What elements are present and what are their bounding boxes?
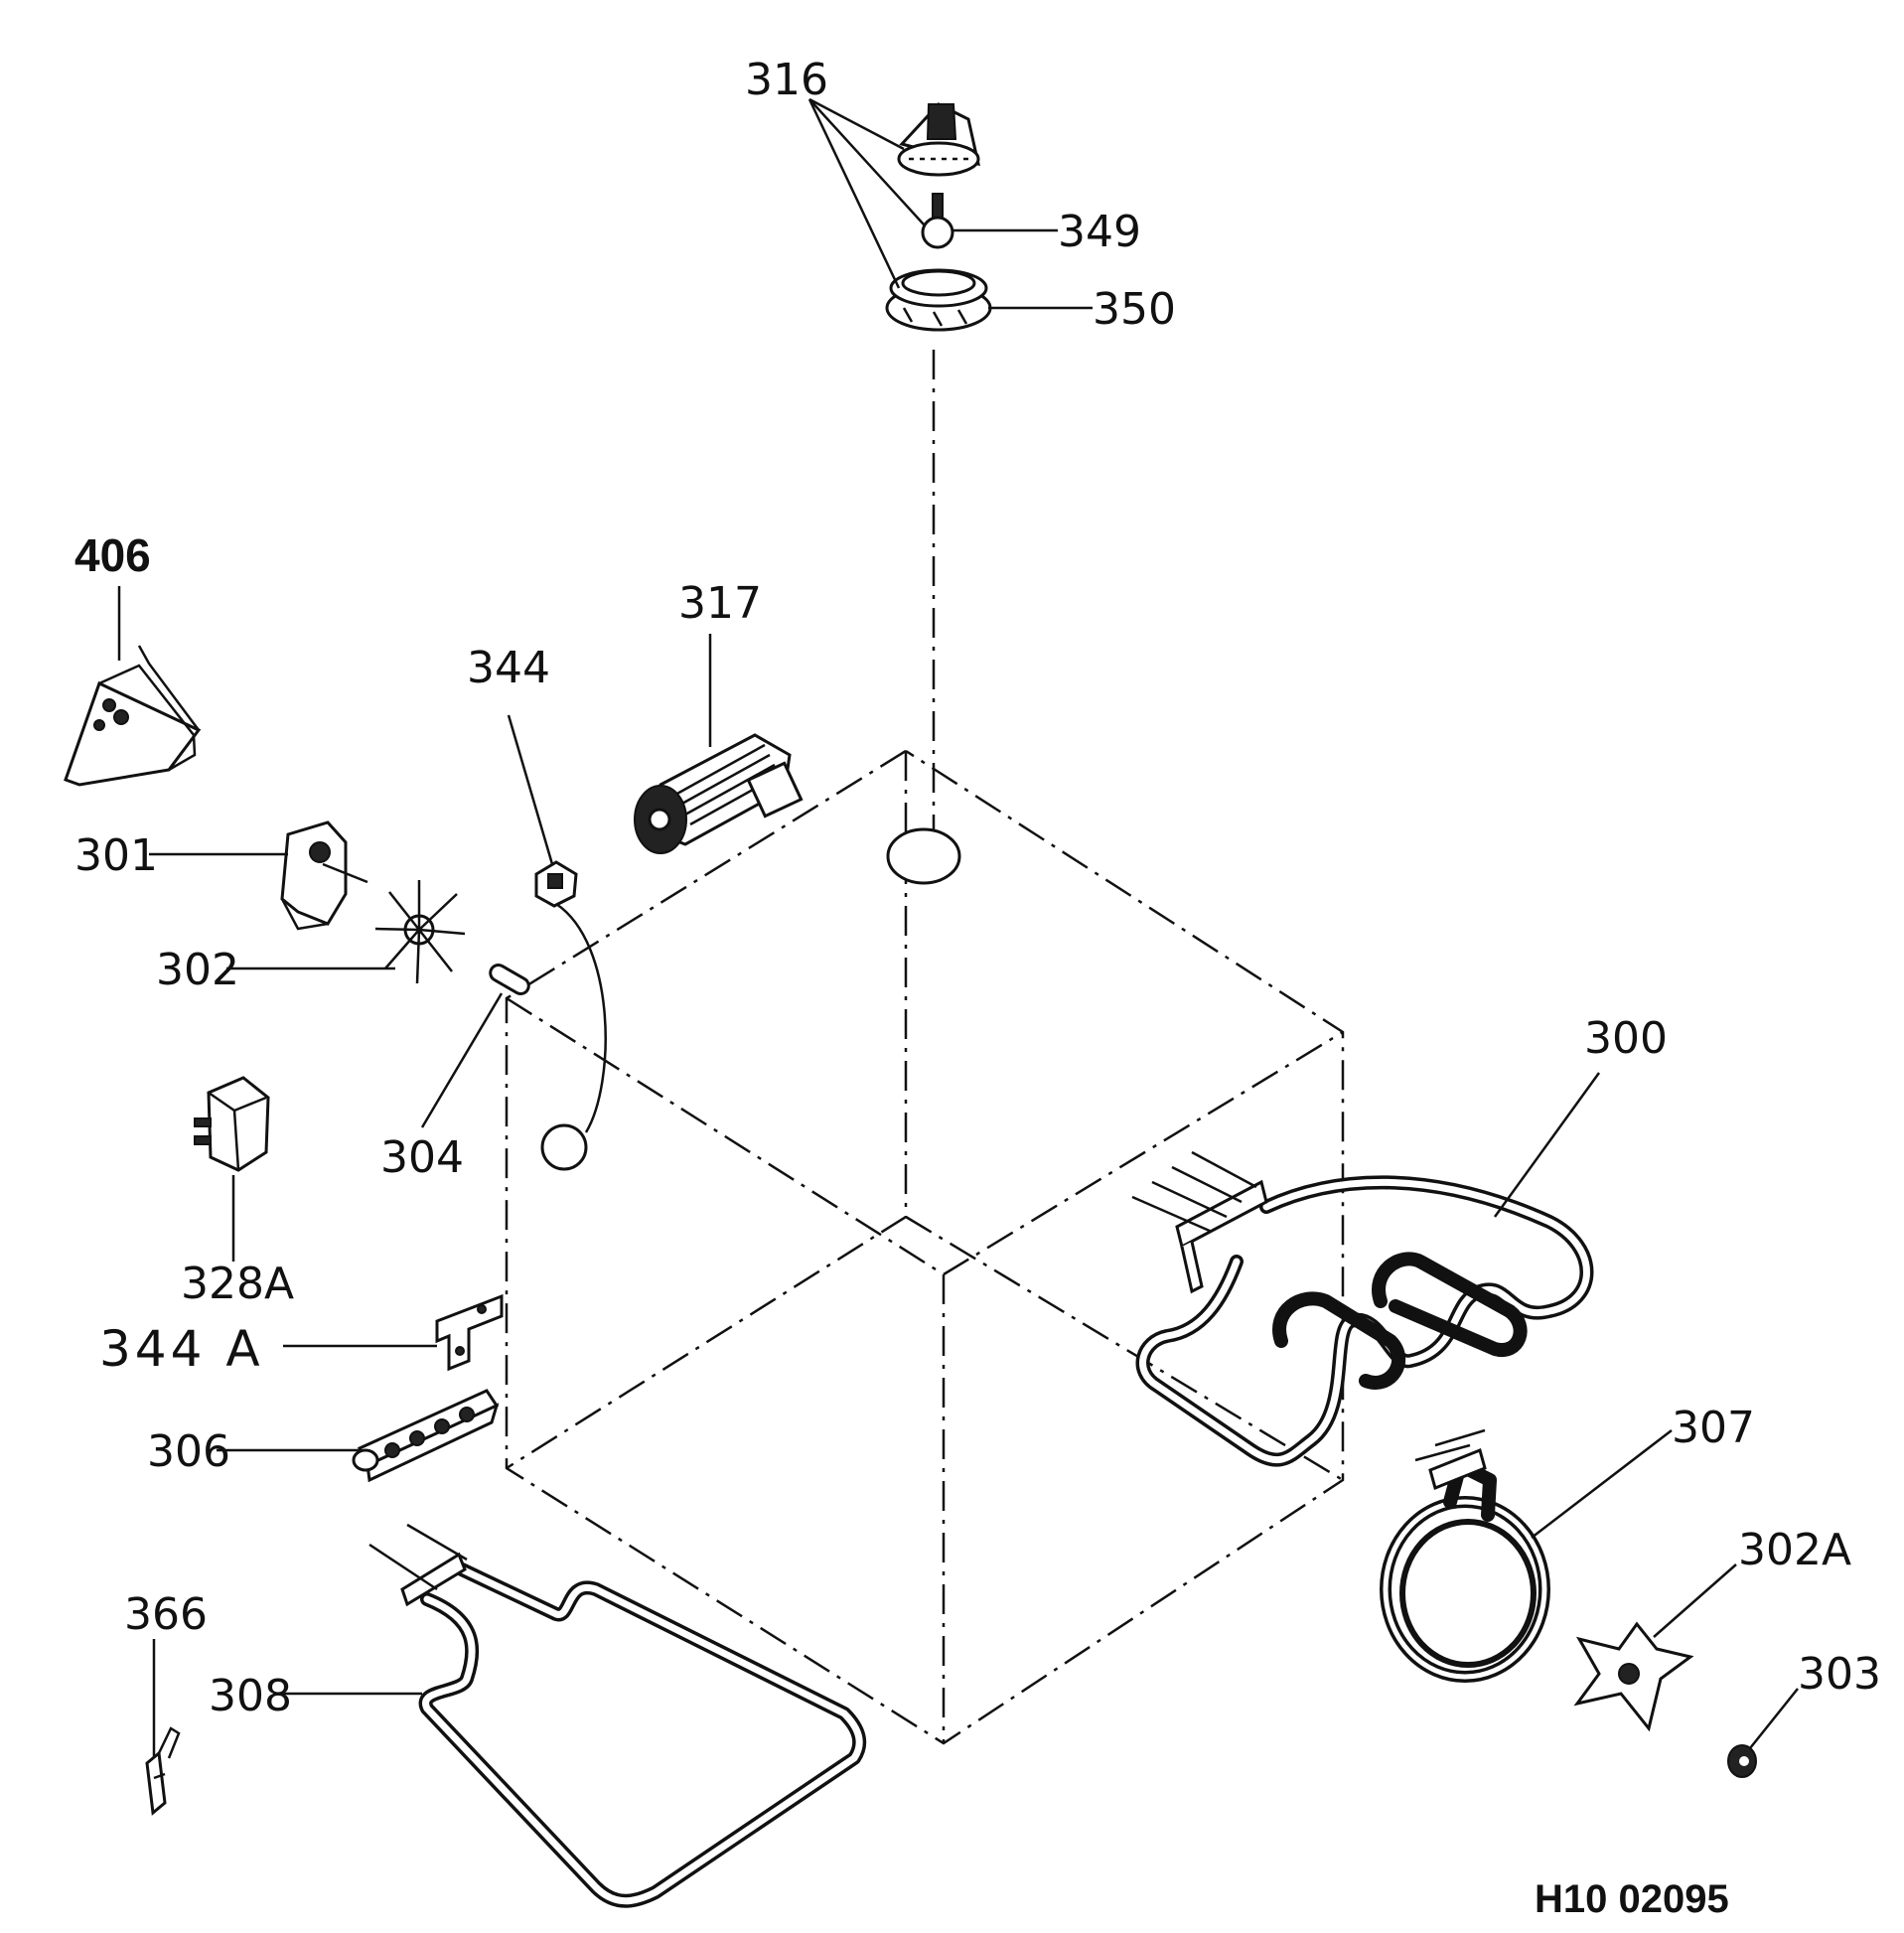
drawing-code: H10 02095 — [1535, 1877, 1729, 1921]
label-349: 349 — [1058, 207, 1141, 257]
tangential-fan — [634, 733, 804, 854]
label-301: 301 — [74, 830, 158, 881]
label-306: 306 — [147, 1426, 230, 1477]
label-302: 302 — [156, 945, 239, 995]
leader-lines — [117, 97, 1799, 1758]
label-303: 303 — [1798, 1649, 1881, 1700]
knob-assembly — [885, 102, 992, 829]
fan-blade — [374, 880, 466, 984]
grill-heating-element — [1131, 1150, 1594, 1467]
terminal-block — [352, 1389, 500, 1483]
label-328A: 328A — [181, 1259, 294, 1309]
label-300: 300 — [1584, 1013, 1668, 1064]
thermostat-bulb — [145, 1726, 181, 1816]
label-307: 307 — [1672, 1403, 1755, 1453]
oven-cavity-box — [505, 749, 1345, 1745]
label-308: 308 — [209, 1671, 292, 1721]
rear-panel-bracket — [64, 645, 202, 787]
fan-nut — [1727, 1744, 1757, 1778]
fan-motor — [280, 820, 368, 931]
label-302A: 302A — [1738, 1525, 1851, 1575]
side-mounting-hole — [540, 1123, 588, 1171]
fan-impeller — [1573, 1621, 1694, 1732]
lamp-glass — [489, 964, 530, 995]
top-mounting-hole — [886, 827, 961, 885]
lamp-holder — [534, 860, 578, 908]
label-366: 366 — [124, 1589, 208, 1640]
thermal-cutout — [194, 1076, 270, 1172]
bottom-heating-element — [368, 1523, 867, 1908]
label-344A: 344 A — [99, 1320, 264, 1378]
label-344: 344 — [467, 643, 550, 693]
label-317: 317 — [678, 578, 762, 629]
label-316: 316 — [745, 55, 828, 105]
part-labels: 316 349 350 406 317 344 301 302 304 328A… — [74, 55, 1881, 1921]
label-350: 350 — [1093, 284, 1176, 335]
label-304: 304 — [380, 1132, 464, 1183]
label-406: 406 — [74, 529, 151, 581]
mounting-bracket — [435, 1293, 504, 1372]
circular-heating-element — [1380, 1428, 1550, 1683]
